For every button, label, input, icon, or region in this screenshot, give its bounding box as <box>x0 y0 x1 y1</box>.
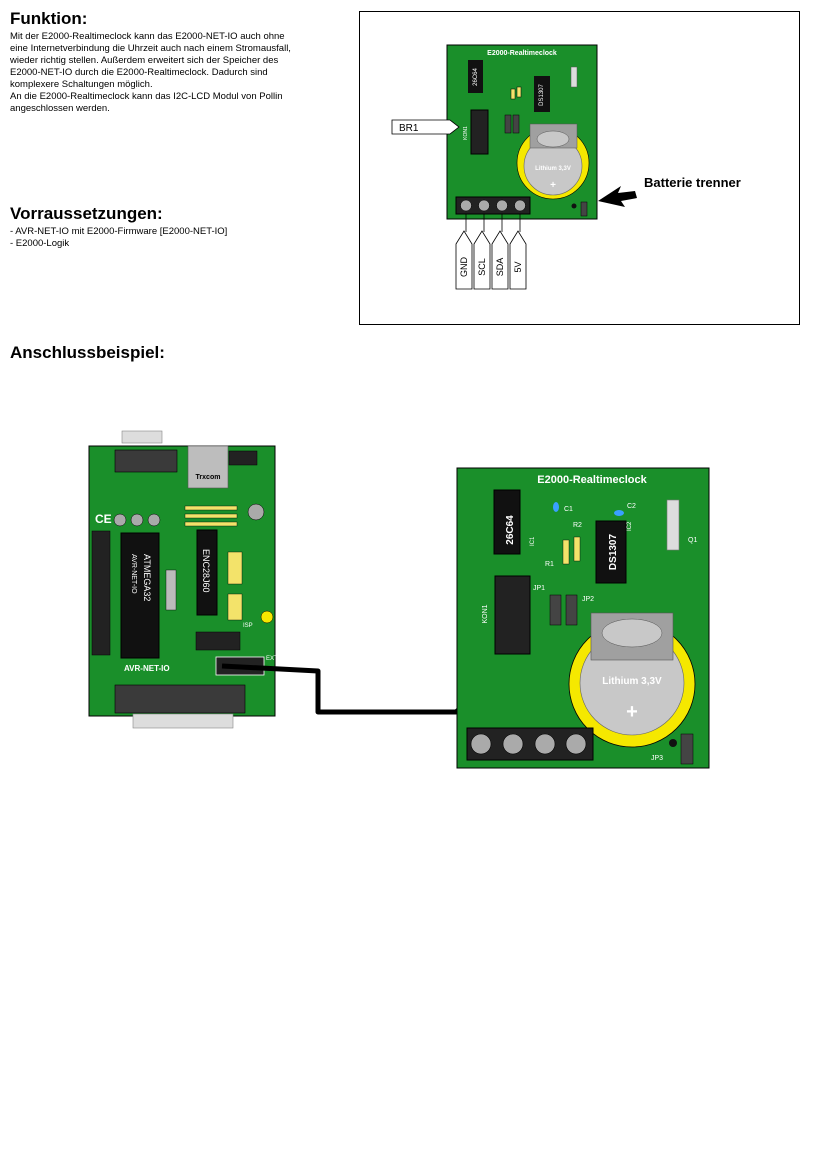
mcu-label: ATMEGA32 <box>142 554 152 601</box>
q1-label: Q1 <box>688 537 697 544</box>
eth-chip-label: ENC28J60 <box>201 549 211 593</box>
ic1-chip <box>468 60 483 93</box>
jp3-large <box>680 733 694 765</box>
terminal-screw <box>460 199 472 212</box>
q1-crystal-large <box>666 499 680 551</box>
jp2-large <box>565 594 578 626</box>
battery-clip-ellipse <box>536 130 570 148</box>
ic2-label: DS1307 <box>539 83 545 105</box>
br1-label: BR1 <box>399 123 419 134</box>
jp2-label: JP2 <box>582 596 594 603</box>
voraussetzungen-line: - E2000-Logik <box>10 238 70 249</box>
magjack-label: Trxcom <box>196 474 221 481</box>
r2-resistor <box>573 536 581 562</box>
r1-resistor <box>562 539 570 565</box>
q1-crystal <box>570 66 578 88</box>
kon1-large-label: KON1 <box>482 604 489 623</box>
battery-plus-icon-large: + <box>626 701 638 723</box>
kon1-header <box>470 109 489 155</box>
avr-net-io-board: Trxcom CE ATMEGA32 AVR-NET-IO ENC28J60 I… <box>88 430 278 729</box>
terminal-tags: GND SCL SDA 5V <box>455 214 527 290</box>
terminal-block <box>455 196 531 215</box>
terminal-gnd-label: GND <box>459 257 469 278</box>
ic1-label: 26C64 <box>473 68 479 86</box>
jp1 <box>504 114 512 134</box>
c1-capacitor <box>553 502 559 512</box>
funktion-line: Mit der E2000-Realtimeclock kann das E20… <box>10 31 285 42</box>
r2-label: R2 <box>573 522 582 529</box>
jp3-label: JP3 <box>651 755 663 762</box>
voraussetzungen-line: - AVR-NET-IO mit E2000-Firmware [E2000-N… <box>10 226 228 237</box>
rtc-ic1-label: 26C64 <box>505 515 516 545</box>
jp3-pin <box>571 203 577 209</box>
battery-separator-label: Batterie trenner <box>644 175 741 190</box>
battery-large-label: Lithium 3,3V <box>602 676 662 687</box>
r1 <box>510 88 516 100</box>
c1-label: C1 <box>564 506 573 513</box>
bottom-diagram: Trxcom CE ATMEGA32 AVR-NET-IO ENC28J60 I… <box>88 430 710 769</box>
battery-label: Lithium 3,3V <box>535 166 571 172</box>
terminal-screw-large <box>470 733 492 755</box>
rtc-large-title: E2000-Realtimeclock <box>537 474 647 486</box>
rtc-ic1-tag: IC1 <box>530 536 536 546</box>
r2 <box>516 86 522 98</box>
terminal-sda-label: SDA <box>495 258 505 277</box>
avr-name-label: AVR-NET-IO <box>124 664 170 673</box>
anschluss-heading: Anschlussbeispiel: <box>10 343 165 362</box>
voraussetzungen-text: - AVR-NET-IO mit E2000-Firmware [E2000-N… <box>10 226 350 250</box>
funktion-text: Mit der E2000-Realtimeclock kann das E20… <box>10 31 350 115</box>
rtc-board-large: E2000-Realtimeclock 26C64 IC1 DS1307 IC2… <box>456 467 710 769</box>
c2-capacitor <box>614 510 624 516</box>
voraussetzungen-heading: Vorraussetzungen: <box>10 204 163 223</box>
terminal-screw <box>478 199 490 212</box>
kon1-label: KON1 <box>463 126 469 140</box>
terminal-screw <box>496 199 508 212</box>
battery-separator-arrow <box>598 186 637 207</box>
terminal-screw-large <box>502 733 524 755</box>
funktion-line: wieder richtig stellen. Außerdem erweite… <box>10 55 279 66</box>
rtc-ic2-label: DS1307 <box>608 533 619 570</box>
terminal-screw-large <box>565 733 587 755</box>
isp-label: ISP <box>243 623 253 629</box>
funktion-line: E2000-NET-IO durch die E2000-Realtimeclo… <box>10 67 268 78</box>
r1-label: R1 <box>545 561 554 568</box>
funktion-line: An die E2000-Realtimeclock kann das I2C-… <box>10 91 283 102</box>
terminal-screw-large <box>534 733 556 755</box>
ext-label: EXT <box>266 656 278 662</box>
ic2-chip <box>534 76 550 112</box>
rtc-title: E2000-Realtimeclock <box>487 50 557 57</box>
funktion-line: komplexere Schaltungen möglich. <box>10 79 153 90</box>
terminal-5v-label: 5V <box>513 261 523 272</box>
terminal-screw <box>514 199 526 212</box>
top-diagram: E2000-Realtimeclock 26C64 DS1307 KON1 Li… <box>391 44 741 290</box>
ce-mark: CE <box>95 512 112 526</box>
jp1-label: JP1 <box>533 585 545 592</box>
battery-clip-ellipse-large <box>601 618 663 648</box>
kon1-large <box>494 575 531 655</box>
battery-plus-icon: + <box>550 180 556 191</box>
c2-label: C2 <box>627 503 636 510</box>
jp1-large <box>549 594 562 626</box>
jp2 <box>512 114 520 134</box>
br1-callout <box>391 119 460 135</box>
jp3-pin-large <box>669 739 677 747</box>
terminal-scl-label: SCL <box>477 258 487 276</box>
funktion-line: angeschlossen werden. <box>10 103 110 114</box>
rtc-ic2-tag: IC2 <box>627 521 633 531</box>
jp3 <box>580 201 588 217</box>
funktion-heading: Funktion: <box>10 9 88 28</box>
mcu-sub-label: AVR-NET-IO <box>130 554 137 594</box>
funktion-line: eine Internetverbindung die Uhrzeit auch… <box>10 43 291 54</box>
